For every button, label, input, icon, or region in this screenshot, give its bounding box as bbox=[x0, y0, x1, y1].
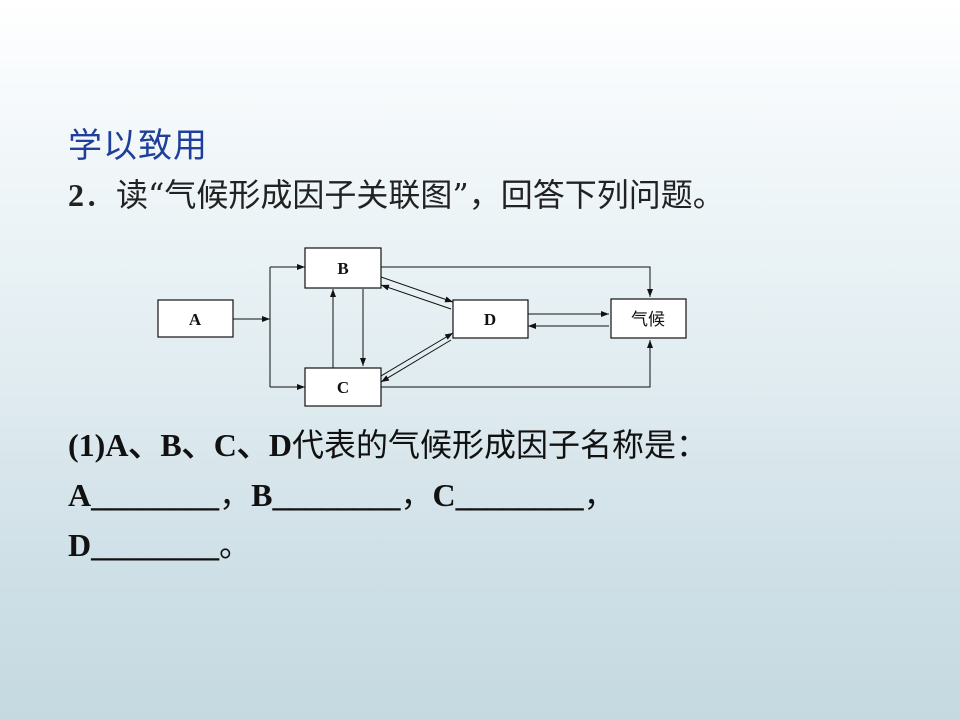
separator-1: ， bbox=[219, 476, 252, 514]
arrow-b-to-climate bbox=[381, 266, 653, 297]
question-text: 2．读“气候形成因子关联图”，回答下列问题。 bbox=[68, 170, 725, 216]
separator-2: ， bbox=[400, 476, 433, 514]
answer-a-blank[interactable]: ________ bbox=[91, 477, 220, 513]
sub-question-text: 代表的气候形成因子名称是： bbox=[292, 426, 709, 464]
answer-b-label: B bbox=[251, 477, 273, 513]
node-climate-label: 气候 bbox=[631, 310, 665, 330]
question-prompt: ．读“气候形成因子关联图”，回答下列问题。 bbox=[84, 176, 725, 214]
sub-question-prefix: (1)A、B、C、D bbox=[68, 427, 292, 463]
answer-line-d: D________。 bbox=[68, 520, 251, 566]
climate-factor-diagram: A B C D 气候 bbox=[157, 247, 687, 407]
arrow-b-to-d bbox=[380, 276, 454, 303]
answer-b-blank[interactable]: ________ bbox=[272, 477, 401, 513]
arrow-c-to-climate bbox=[381, 340, 653, 388]
node-b-label: B bbox=[337, 259, 348, 278]
answer-a-label: A bbox=[68, 477, 92, 513]
answer-c-label: C bbox=[432, 477, 456, 513]
arrow-d-to-c bbox=[380, 339, 452, 383]
node-c-box bbox=[304, 367, 382, 407]
node-climate-box bbox=[610, 298, 687, 339]
arrow-c-to-d bbox=[380, 332, 454, 377]
node-a-label: A bbox=[189, 310, 202, 329]
answer-d-blank[interactable]: ________ bbox=[91, 527, 220, 563]
answer-d-label: D bbox=[68, 527, 92, 563]
arrow-d-to-b bbox=[380, 284, 452, 310]
section-heading: 学以致用 bbox=[68, 126, 208, 166]
sub-question-1: (1)A、B、C、D代表的气候形成因子名称是： bbox=[68, 420, 708, 466]
separator-3: ， bbox=[583, 476, 616, 514]
end-mark: 。 bbox=[219, 526, 252, 564]
node-c-label: C bbox=[337, 378, 349, 397]
node-d-box bbox=[452, 299, 529, 339]
node-b-box bbox=[304, 247, 382, 289]
node-a-box bbox=[157, 299, 234, 338]
node-d-label: D bbox=[484, 310, 496, 329]
question-number: 2 bbox=[68, 177, 84, 213]
answer-line-abc: A________，B________，C________， bbox=[68, 470, 616, 516]
answer-c-blank[interactable]: ________ bbox=[455, 477, 584, 513]
